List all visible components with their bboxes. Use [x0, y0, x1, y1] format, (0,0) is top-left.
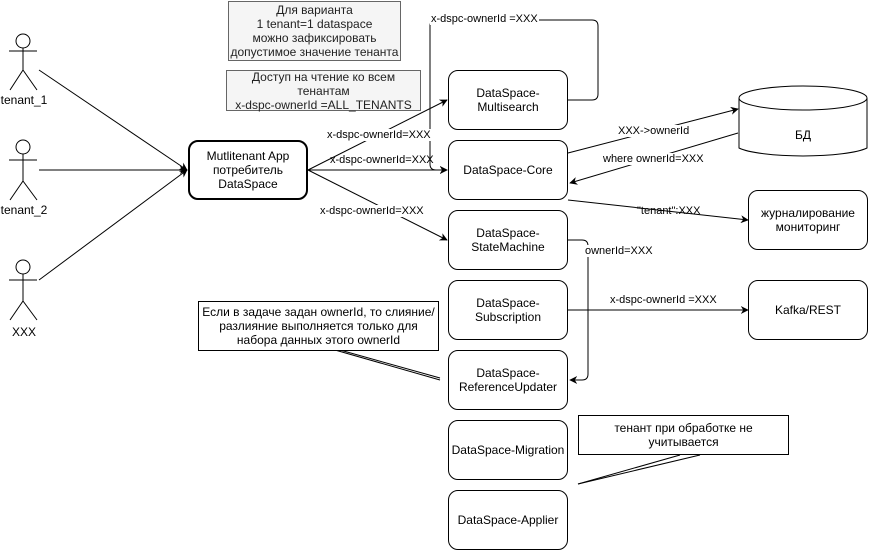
node-applier[interactable]: DataSpace-Applier [448, 490, 568, 550]
edge-label-app-to-statemachine: x-dspc-ownerId=XXX [319, 205, 425, 217]
edge-label-multisearch-loop: x-dspc-ownerId =XXX [430, 13, 539, 25]
actor-label-tenant-2: tenant_2 [0, 203, 48, 217]
edge-label-subscription-to-kafka: x-dspc-ownerId =XXX [609, 294, 718, 306]
edge-core-to-logging [567, 199, 749, 224]
node-logging[interactable]: журналирование мониторинг [748, 190, 868, 250]
node-core[interactable]: DataSpace-Core [448, 140, 568, 200]
actor-label-xxx: XXX [11, 325, 36, 339]
edge-label-core-to-db: XXX->ownerId [617, 125, 691, 137]
edge-tenant1-to-app [38, 69, 188, 171]
edge-label-statemachine-to-refupdater: ownerId=XXX [584, 245, 654, 257]
node-db-label: БД [794, 128, 811, 142]
edge-xxx-to-app [38, 169, 188, 281]
actor-xxx-icon [9, 259, 38, 321]
node-multisearch[interactable]: DataSpace- Multisearch [448, 70, 568, 130]
edge-label-db-to-core: where ownerId=XXX [602, 153, 705, 165]
node-migration[interactable]: DataSpace-Migration [448, 420, 568, 480]
node-subscription[interactable]: DataSpace- Subscription [448, 280, 568, 340]
edge-label-core-to-logging: "tenant":XXX [637, 205, 701, 217]
edge-label-app-to-multisearch: x-dspc-ownerId=XXX [326, 129, 432, 141]
callout-pointer-ownerid [334, 349, 441, 381]
callout-pointer-tenant-ignored [577, 454, 701, 485]
callout-ownerid-task: Если в задаче задан ownerId, то слияние/… [198, 301, 439, 351]
node-statemachine[interactable]: DataSpace- StateMachine [448, 210, 568, 270]
node-reference-updater[interactable]: DataSpace- ReferenceUpdater [448, 350, 568, 410]
actor-tenant-1-icon [9, 33, 38, 91]
actor-tenant-2-icon [9, 139, 38, 201]
note-variant: Для варианта 1 tenant=1 dataspace можно … [228, 1, 401, 61]
node-multitenant-app[interactable]: Mutlitenant App потребитель DataSpace [188, 140, 308, 200]
note-read-all-tenants: Доступ на чтение ко всем тенантам x-dspc… [226, 70, 421, 112]
actor-label-tenant-1: tenant_1 [0, 93, 48, 107]
node-kafka-rest[interactable]: Kafka/REST [748, 280, 868, 340]
edge-label-app-to-core: x-dspc-ownerId=XXX [330, 154, 434, 166]
callout-tenant-ignored: тенант при обработке не учитывается [578, 415, 789, 455]
database-cylinder-icon [738, 85, 868, 157]
